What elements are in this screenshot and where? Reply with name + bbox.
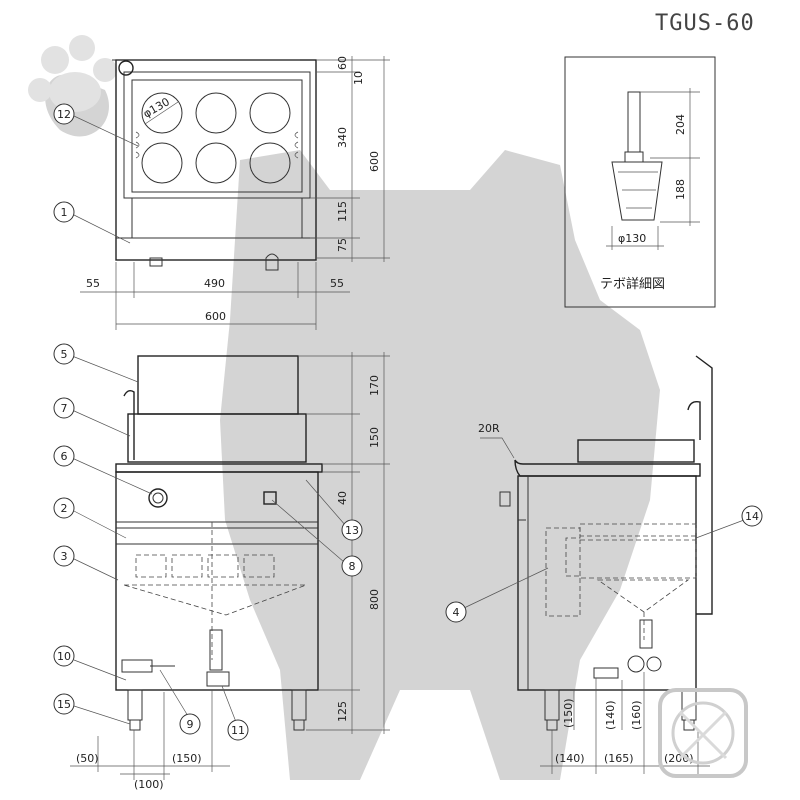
svg-text:13: 13	[345, 524, 359, 537]
svg-text:12: 12	[57, 108, 71, 121]
callout-10: 10	[53, 645, 127, 681]
front-dim-170: 170	[368, 375, 381, 396]
callout-3: 3	[53, 545, 119, 581]
front-dim-50: (50)	[76, 752, 99, 765]
svg-text:2: 2	[61, 502, 68, 515]
front-dim-40: 40	[336, 491, 349, 505]
dim-115: 115	[336, 201, 349, 222]
dim-10: 10	[352, 71, 365, 85]
front-dim-100: (100)	[134, 778, 164, 791]
shop-stamp-watermark	[658, 688, 748, 778]
svg-text:6: 6	[61, 450, 68, 463]
basket-detail-box: 204 188 φ130 テボ詳細図	[564, 56, 716, 308]
front-dim-125: 125	[336, 701, 349, 722]
callout-14: 14	[695, 505, 763, 539]
svg-text:14: 14	[745, 510, 759, 523]
svg-text:3: 3	[61, 550, 68, 563]
dim-600-horizontal: 600	[205, 310, 226, 323]
dim-55-right: 55	[330, 277, 344, 290]
dim-55-left: 55	[86, 277, 100, 290]
basket-hole-4	[141, 142, 183, 184]
svg-text:9: 9	[187, 718, 194, 731]
callout-7: 7	[53, 397, 131, 437]
callout-6: 6	[53, 445, 153, 495]
basket-hole-3	[249, 92, 291, 134]
svg-text:8: 8	[349, 560, 356, 573]
basket-hole-1	[141, 92, 183, 134]
svg-text:7: 7	[61, 402, 68, 415]
callout-1: 1	[53, 201, 131, 244]
side-dim-165: (165)	[604, 752, 634, 765]
circle-diameter-label: φ130	[141, 95, 172, 120]
basket-hole-5	[195, 142, 237, 184]
svg-text:4: 4	[453, 606, 460, 619]
top-view: φ130 60 10 340 600 115 75	[80, 56, 390, 330]
front-dim-150: 150	[368, 427, 381, 448]
dim-75: 75	[336, 238, 349, 252]
detail-dim-130: φ130	[618, 232, 646, 245]
side-dim-160: (160)	[630, 700, 643, 730]
callout-15: 15	[53, 693, 131, 725]
dim-60-top: 60	[336, 56, 349, 70]
callout-11: 11	[221, 685, 249, 741]
paw-print-watermark	[28, 35, 117, 112]
callout-13: 13	[305, 479, 363, 541]
basket-hole-6	[249, 142, 291, 184]
dim-600-vertical: 600	[368, 151, 381, 172]
side-dim-200: (200)	[664, 752, 694, 765]
svg-text:1: 1	[61, 206, 68, 219]
svg-text:5: 5	[61, 348, 68, 361]
front-dim-150-bottom: (150)	[172, 752, 202, 765]
callout-5: 5	[53, 343, 139, 383]
callout-12: 12	[53, 103, 139, 147]
callout-8: 8	[271, 499, 363, 577]
svg-text:11: 11	[231, 724, 245, 737]
side-dim-150: (150)	[562, 698, 575, 728]
front-dim-800: 800	[368, 589, 381, 610]
front-view: 170 150 40 800 125 (50) (150) (100)	[70, 352, 390, 791]
dim-490: 490	[204, 277, 225, 290]
callouts: 1 2 3 4 5 6 7 8 9 10 11 12 13 14 15	[53, 103, 763, 741]
radius-label: 20R	[478, 422, 500, 435]
cat-silhouette-watermark	[45, 74, 660, 780]
callout-9: 9	[159, 669, 201, 735]
callout-4: 4	[445, 567, 549, 623]
model-title: TGUS-60	[655, 11, 755, 36]
dim-340: 340	[336, 127, 349, 148]
side-dim-140-vertical: (140)	[604, 700, 617, 730]
detail-caption: テボ詳細図	[600, 276, 665, 292]
svg-text:10: 10	[57, 650, 71, 663]
side-view: 20R (150) (140) (160) (140) (165) (200)	[478, 355, 713, 774]
side-dim-140: (140)	[555, 752, 585, 765]
callout-2: 2	[53, 497, 127, 539]
svg-text:15: 15	[57, 698, 71, 711]
detail-dim-204: 204	[674, 114, 687, 135]
basket-hole-2	[195, 92, 237, 134]
detail-dim-188: 188	[674, 179, 687, 200]
